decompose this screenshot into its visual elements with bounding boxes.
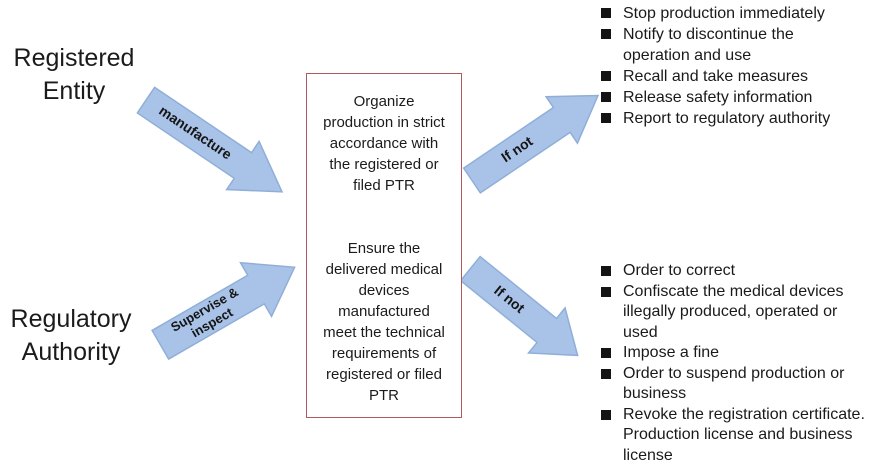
label-regulatory-authority: Regulatory Authority [10,305,132,366]
list-item: Order to suspend production or business [600,364,866,405]
list-item: Impose a fine [600,343,866,364]
square-bullet-icon [601,92,611,102]
square-bullet-icon [601,71,611,81]
obligation-text-manufacture: Organize production in strict accordance… [323,93,445,194]
square-bullet-icon [601,266,611,276]
square-bullet-icon [601,286,611,297]
list-item: Stop production immediately [600,3,843,24]
obligations-box: Organize production in strict accordance… [306,73,462,418]
list-item-text: Notify to discontinue the operation and … [623,26,794,64]
list-item: Revoke the registration certificate. Pro… [600,405,866,467]
block-arrow-icon [145,240,310,371]
square-bullet-icon [601,113,611,123]
list-item-text: Recall and take measures [623,68,808,85]
square-bullet-icon [601,409,611,420]
list-item-text: Release safety information [623,89,813,106]
supervise-inspect-arrow: Supervise & inspect [145,240,310,371]
list-item-text: Impose a fine [623,344,720,361]
list-item: Confiscate the medical devices illegally… [600,282,866,344]
list-item: Release safety information [600,87,843,108]
list-item-text: Order to correct [623,262,736,279]
consequences-list-registered-entity: Stop production immediately Notify to di… [600,3,843,129]
block-arrow-icon [456,72,613,203]
label-registered-entity: Registered Entity [13,44,135,105]
list-item-text: Report to regulatory authority [623,110,831,127]
block-arrow-icon [130,76,298,216]
list-item-text: Order to suspend production or business [623,364,845,403]
consequences-list-regulatory-authority: Order to correct Confiscate the medical … [600,261,866,466]
list-item-text: Revoke the registration certificate. Pro… [623,405,865,464]
square-bullet-icon [601,29,611,39]
list-item-text: Stop production immediately [623,5,825,22]
square-bullet-icon [601,348,611,358]
if-not-arrow-bottom: If not [452,246,596,378]
if-not-arrow-top: If not [456,72,613,203]
list-item-text: Confiscate the medical devices illegally… [623,282,844,341]
obligation-text-supervision: Ensure the delivered medical devices man… [323,240,445,404]
list-item: Recall and take measures [600,66,843,87]
block-arrow-icon [452,246,596,378]
square-bullet-icon [601,368,611,379]
list-item: Order to correct [600,261,866,282]
list-item: Report to regulatory authority [600,108,843,129]
square-bullet-icon [601,8,611,18]
manufacture-arrow: manufacture [130,76,298,216]
list-item: Notify to discontinue the operation and … [600,24,843,66]
